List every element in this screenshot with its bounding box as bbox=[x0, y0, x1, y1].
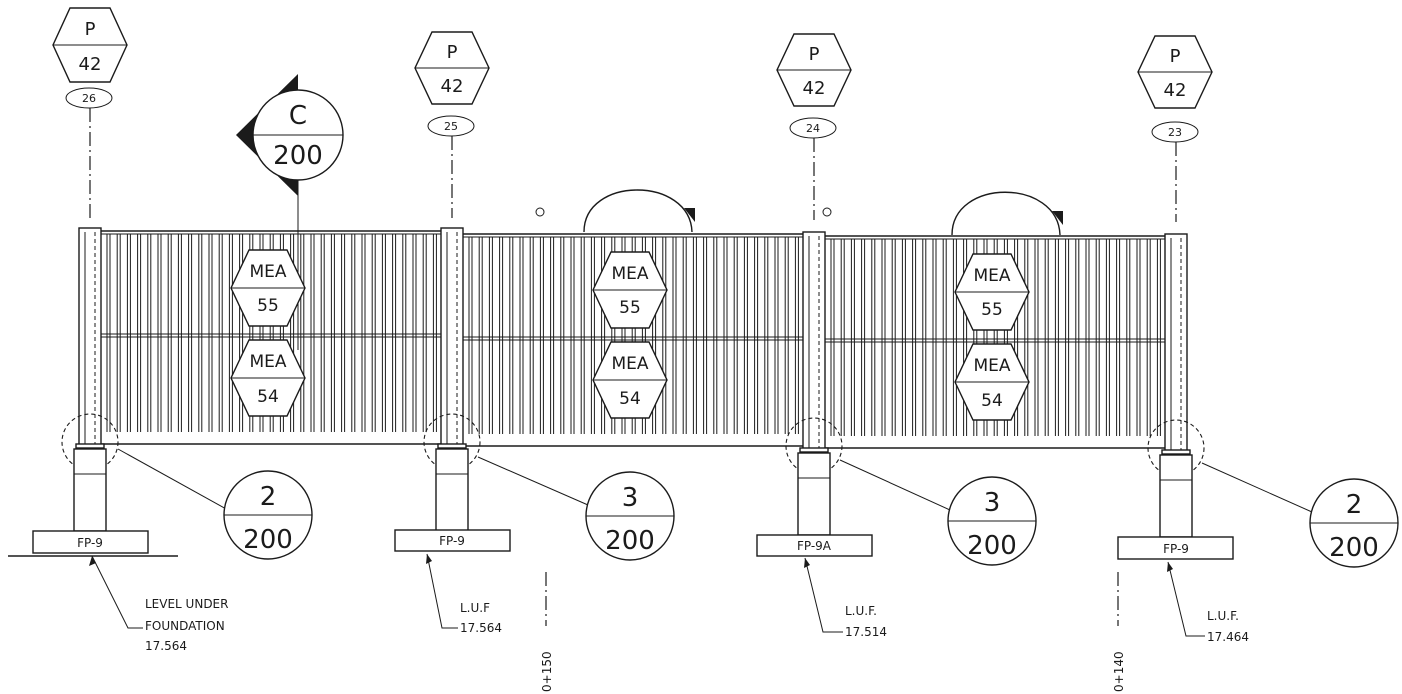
footing-label: FP-9 bbox=[77, 536, 103, 550]
footing-label: FP-9A bbox=[797, 539, 832, 553]
mea-tag-5: MEA 55 bbox=[954, 253, 1030, 331]
level-note-line: L.U.F. bbox=[845, 604, 877, 618]
mea-tag-1: MEA 55 bbox=[230, 249, 306, 327]
pier-tag-number: 42 bbox=[1164, 80, 1187, 101]
pier-tag-2: P 42 bbox=[414, 31, 490, 105]
grid-bubble-label: 23 bbox=[1168, 126, 1182, 139]
detail-number: 3 bbox=[622, 483, 639, 513]
detail-sheet: 200 bbox=[1329, 533, 1379, 563]
mea-tag-label: MEA bbox=[249, 262, 286, 282]
mea-tag-number: 54 bbox=[619, 389, 641, 409]
fence-post-1 bbox=[78, 227, 102, 447]
detail-number: 2 bbox=[260, 482, 277, 512]
mea-tag-6: MEA 54 bbox=[954, 343, 1030, 421]
footing-label: FP-9 bbox=[439, 534, 465, 548]
mea-tag-number: 55 bbox=[981, 300, 1003, 320]
detail-callout-4: 2 200 bbox=[1201, 462, 1399, 568]
pier-tag-letter: P bbox=[809, 44, 820, 65]
pier-tag-number: 42 bbox=[79, 54, 102, 75]
level-note-value: 17.514 bbox=[845, 625, 887, 639]
fence-post-3 bbox=[802, 231, 826, 451]
pier-tag-3: P 42 bbox=[776, 33, 852, 107]
level-note-4: L.U.F. 17.464 bbox=[1167, 561, 1249, 644]
pier-tag-letter: P bbox=[447, 42, 458, 63]
detail-sheet: 200 bbox=[967, 531, 1017, 561]
mea-tag-number: 54 bbox=[257, 387, 279, 407]
level-note-1: LEVEL UNDER FOUNDATION 17.564 bbox=[89, 555, 228, 653]
mea-tag-number: 55 bbox=[619, 298, 641, 318]
mea-tag-3: MEA 55 bbox=[592, 251, 668, 329]
pier-tag-1: P 42 bbox=[52, 7, 128, 83]
footing-label: FP-9 bbox=[1163, 542, 1189, 556]
foundation-1: FP-9 bbox=[8, 413, 178, 557]
grid-bubble-24: 24 bbox=[789, 117, 837, 139]
section-letter: C bbox=[289, 101, 307, 131]
detail-callout-3: 3 200 bbox=[839, 459, 1037, 566]
pier-tag-number: 42 bbox=[441, 76, 464, 97]
mea-tag-label: MEA bbox=[611, 354, 648, 374]
grid-bubble-label: 24 bbox=[806, 122, 820, 135]
mea-tag-number: 54 bbox=[981, 391, 1003, 411]
detail-sheet: 200 bbox=[605, 526, 655, 556]
fence-post-2 bbox=[440, 227, 464, 447]
pier-tag-letter: P bbox=[1170, 46, 1181, 67]
mea-tag-4: MEA 54 bbox=[592, 341, 668, 419]
level-note-line: L.U.F. bbox=[1207, 609, 1239, 623]
pier-tag-letter: P bbox=[85, 19, 96, 40]
pier-tag-4: P 42 bbox=[1137, 35, 1213, 109]
level-note-value: 17.464 bbox=[1207, 630, 1249, 644]
level-note-line: L.U.F bbox=[460, 601, 490, 615]
foundation-3: FP-9A bbox=[756, 417, 873, 557]
chainage-marker-1: 0+150 bbox=[540, 572, 554, 692]
section-marker: C 200 bbox=[236, 74, 344, 350]
detail-callout-2: 3 200 bbox=[477, 456, 675, 561]
level-note-3: L.U.F. 17.514 bbox=[804, 557, 887, 639]
detail-sheet: 200 bbox=[243, 525, 293, 555]
grid-bubble-label: 26 bbox=[82, 92, 96, 105]
detail-number: 2 bbox=[1346, 490, 1363, 520]
foundation-2: FP-9 bbox=[394, 413, 511, 552]
chainage-marker-2: 0+140 bbox=[1112, 572, 1126, 692]
gate-swing-arc-1 bbox=[535, 189, 695, 233]
grid-bubble-23: 23 bbox=[1151, 121, 1199, 143]
fence-post-4 bbox=[1164, 233, 1188, 453]
detail-callout-1: 2 200 bbox=[117, 448, 313, 560]
level-note-value: 17.564 bbox=[460, 621, 502, 635]
mea-tag-label: MEA bbox=[611, 264, 648, 284]
chainage-label: 0+150 bbox=[540, 651, 554, 692]
detail-number: 3 bbox=[984, 488, 1001, 518]
level-note-2: L.U.F 17.564 bbox=[426, 553, 502, 635]
gate-swing-arc-2 bbox=[822, 191, 1063, 236]
mea-tag-label: MEA bbox=[973, 356, 1010, 376]
mea-tag-number: 55 bbox=[257, 296, 279, 316]
mea-tag-label: MEA bbox=[973, 266, 1010, 286]
grid-bubble-26: 26 bbox=[65, 87, 113, 109]
pier-tag-number: 42 bbox=[803, 78, 826, 99]
level-note-line: LEVEL UNDER bbox=[145, 597, 228, 611]
grid-bubble-25: 25 bbox=[427, 115, 475, 137]
foundation-4: FP-9 bbox=[1117, 419, 1234, 560]
chainage-label: 0+140 bbox=[1112, 651, 1126, 692]
section-number: 200 bbox=[273, 141, 323, 171]
mea-tag-2: MEA 54 bbox=[230, 339, 306, 417]
level-note-value: 17.564 bbox=[145, 639, 187, 653]
grid-bubble-label: 25 bbox=[444, 120, 458, 133]
level-note-line: FOUNDATION bbox=[145, 619, 225, 633]
mea-tag-label: MEA bbox=[249, 352, 286, 372]
